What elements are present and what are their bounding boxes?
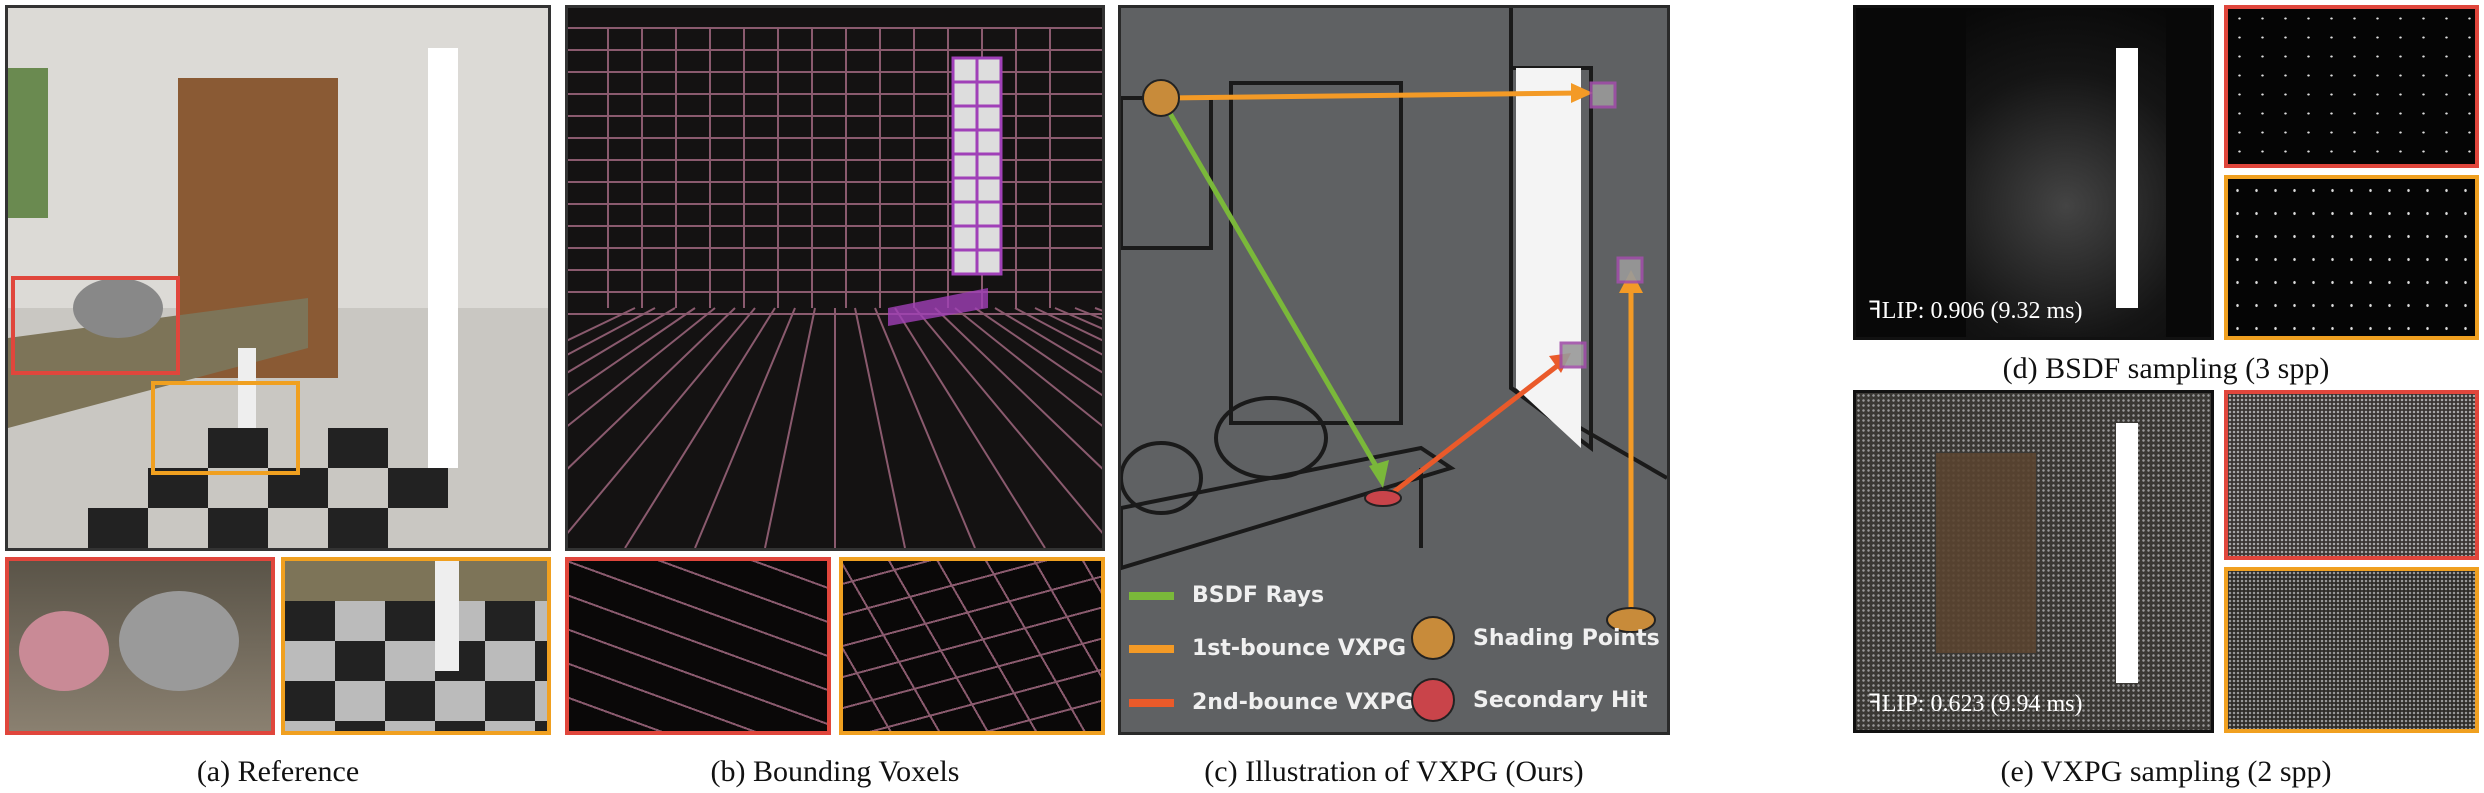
floor-grid-line: [874, 307, 976, 548]
red-line-swatch: [1129, 698, 1174, 707]
floor-grid-line: [914, 307, 1102, 534]
floor-grid-line: [854, 307, 906, 548]
flip-score-e: ꟻLIP: 0.623 (9.94 ms): [1868, 691, 2083, 717]
caption-e: (e) VXPG sampling (2 spp): [2000, 755, 2332, 788]
floor-grid-line: [694, 307, 796, 548]
floor-grid-line: [1034, 307, 1102, 342]
bsdf-crop-orange: [2224, 175, 2479, 340]
floor-grid-line: [568, 307, 636, 342]
first-bounce-ray: [1165, 90, 1582, 101]
reference-crop-orange: [281, 557, 551, 735]
secondary-hit-icon: [1411, 678, 1455, 722]
shading-point-icon: [1411, 616, 1455, 660]
reference-crop-red: [5, 557, 275, 735]
caption-b: (b) Bounding Voxels: [710, 755, 960, 788]
caption-a: (a) Reference: [196, 755, 360, 788]
second-bounce-ray: [1384, 361, 1563, 500]
bounding-voxels-render: [565, 5, 1105, 551]
floor-grid-line: [1094, 307, 1102, 312]
floor-grid-line: [1054, 307, 1102, 330]
voxels-crop-red: [565, 557, 831, 735]
legend-second-bounce: 2nd-bounce VXPG: [1129, 690, 1414, 715]
floor-grid-line: [568, 307, 696, 397]
vxpg-illustration: BSDF Rays 1st-bounce VXPG 2nd-bounce VXP…: [1118, 5, 1670, 735]
legend-label: Secondary Hit: [1473, 687, 1648, 713]
floor-grid-line: [568, 307, 656, 356]
voxels-crop-orange: [839, 557, 1105, 735]
floor-grid-line: [894, 307, 1046, 548]
legend-secondary-hit: Secondary Hit: [1411, 678, 1648, 722]
orange-line-swatch: [1129, 644, 1174, 653]
floor-grid-line: [974, 307, 1102, 397]
vxpg-crop-orange: [2224, 567, 2479, 733]
floor-grid-line: [568, 307, 756, 534]
floor-grid-line: [624, 307, 776, 548]
legend-label: 2nd-bounce VXPG: [1192, 690, 1414, 715]
legend-bsdf: BSDF Rays: [1129, 583, 1324, 608]
floor-grid-line: [568, 307, 736, 470]
caption-c: (c) Illustration of VXPG (Ours): [1204, 755, 1584, 788]
floor-grid-line: [568, 307, 716, 427]
floor-grid-line: [954, 307, 1102, 427]
caption-d: (d) BSDF sampling (3 spp): [2002, 352, 2330, 385]
floor-grid-line: [994, 307, 1102, 374]
legend-label: Shading Points: [1473, 625, 1660, 651]
green-line-swatch: [1129, 591, 1174, 600]
floor-grid-line: [1014, 307, 1102, 356]
bsdf-sampling-render: ꟻLIP: 0.906 (9.32 ms): [1853, 5, 2214, 340]
legend-label: BSDF Rays: [1192, 583, 1325, 608]
flip-score-d: ꟻLIP: 0.906 (9.32 ms): [1868, 298, 2083, 324]
bsdf-crop-red: [2224, 5, 2479, 168]
floor-grid-line: [568, 307, 676, 374]
floor-grid-line: [764, 307, 816, 548]
floor-grid-line: [1074, 307, 1102, 320]
vxpg-crop-red: [2224, 390, 2479, 560]
bsdf-ray: [1158, 96, 1386, 480]
legend-shading-points: Shading Points: [1411, 616, 1660, 660]
vxpg-sampling-render: ꟻLIP: 0.623 (9.94 ms): [1853, 390, 2214, 733]
legend-first-bounce: 1st-bounce VXPG: [1129, 636, 1406, 661]
legend-label: 1st-bounce VXPG: [1192, 636, 1407, 661]
reference-render: [5, 5, 551, 551]
floor-grid-line: [934, 307, 1102, 470]
